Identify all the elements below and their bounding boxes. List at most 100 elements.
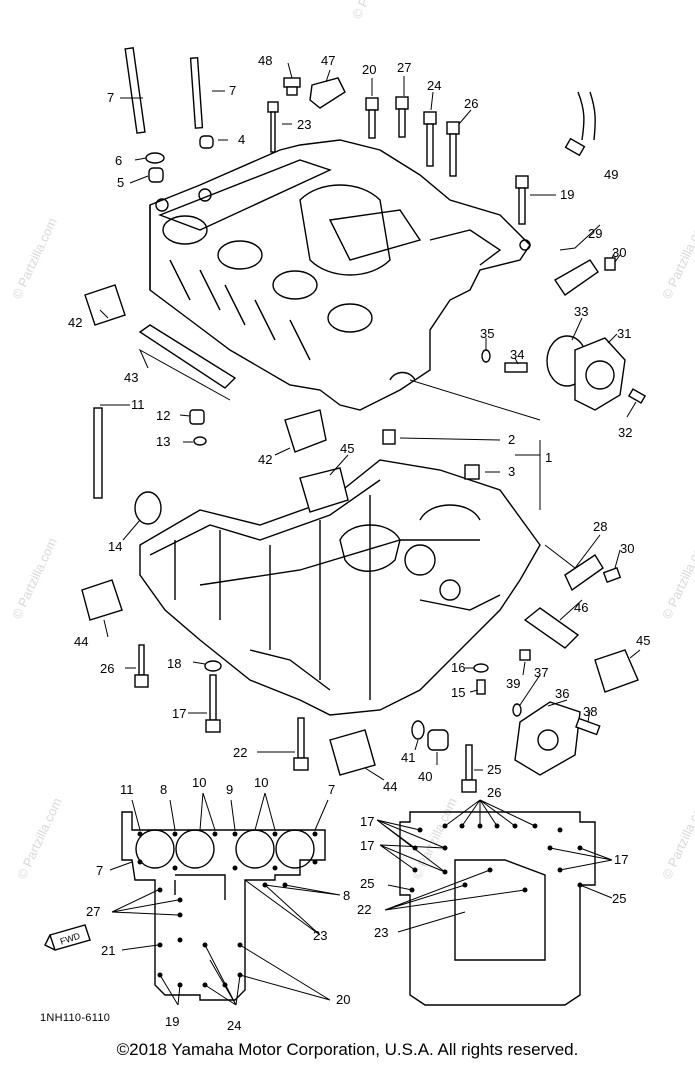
callout-17: 17 xyxy=(360,838,374,853)
pipe-46 xyxy=(523,607,580,649)
bolt-20 xyxy=(365,97,379,139)
callout-22: 22 xyxy=(233,745,247,760)
callout-25: 25 xyxy=(487,762,501,777)
callout-35: 35 xyxy=(480,326,494,341)
screw-38 xyxy=(575,717,601,736)
callout-44: 44 xyxy=(383,779,397,794)
callout-8: 8 xyxy=(160,782,167,797)
upper-bolt-pattern-view xyxy=(44,792,341,1006)
plug-42-mid xyxy=(284,409,327,453)
callout-49: 49 xyxy=(604,167,618,182)
callout-11: 11 xyxy=(120,782,134,797)
callout-11: 11 xyxy=(131,397,145,412)
callout-18: 18 xyxy=(167,656,181,671)
callout-10: 10 xyxy=(254,775,268,790)
bolt-19 xyxy=(515,175,529,225)
callout-31: 31 xyxy=(617,326,631,341)
callout-14: 14 xyxy=(108,539,122,554)
bracket-47 xyxy=(309,77,346,109)
callout-30: 30 xyxy=(620,541,634,556)
stud-bolt-7a xyxy=(124,47,146,134)
dowel-pin-5 xyxy=(148,167,164,183)
callout-12: 12 xyxy=(156,408,170,423)
callout-23: 23 xyxy=(297,117,311,132)
callout-16: 16 xyxy=(451,660,465,675)
dowel-pin-4 xyxy=(199,135,214,149)
callout-23: 23 xyxy=(374,925,388,940)
watermark: © Partzilla.com xyxy=(659,796,695,882)
copyright-notice: ©2018 Yamaha Motor Corporation, U.S.A. A… xyxy=(116,1040,579,1059)
o-ring-13 xyxy=(193,436,207,446)
upper-crankcase xyxy=(149,139,531,411)
callout-33: 33 xyxy=(574,304,588,319)
callout-24: 24 xyxy=(427,78,441,93)
callout-29: 29 xyxy=(588,226,602,241)
watermark: © Partzilla.com xyxy=(9,536,60,622)
bolt-23-top xyxy=(267,101,279,153)
fwd-arrow-label: FWD xyxy=(59,931,82,947)
washer-16 xyxy=(473,663,489,673)
callout-45: 45 xyxy=(636,633,650,648)
callout-46: 46 xyxy=(574,600,588,615)
screw-30-top xyxy=(604,257,616,271)
callout-30: 30 xyxy=(612,245,626,260)
o-ring-35 xyxy=(481,349,491,363)
callout-22: 22 xyxy=(357,902,371,917)
crankcase-exploded-diagram: © Partzilla.com © Partzilla.com © Partzi… xyxy=(9,0,695,1030)
callout-7: 7 xyxy=(96,863,103,878)
cap-14 xyxy=(134,491,162,525)
pump-cover-36 xyxy=(514,701,581,776)
lower-bolt-pattern-view xyxy=(376,799,613,1006)
lower-crankcase xyxy=(139,459,541,716)
hose-49 xyxy=(564,91,596,157)
callout-28: 28 xyxy=(593,519,607,534)
watermark: © Partzilla.com xyxy=(349,0,400,21)
callout-47: 47 xyxy=(321,53,335,68)
callout-7: 7 xyxy=(229,83,236,98)
callout-45: 45 xyxy=(340,441,354,456)
document-code: 1NH110-6110 xyxy=(40,1012,111,1024)
bolt-15 xyxy=(476,679,486,695)
callout-20: 20 xyxy=(362,62,376,77)
bolt-48 xyxy=(283,77,301,96)
callout-7: 7 xyxy=(107,90,114,105)
watermark: © Partzilla.com xyxy=(14,796,65,882)
callout-17: 17 xyxy=(614,852,628,867)
callout-39: 39 xyxy=(506,676,520,691)
callout-26: 26 xyxy=(487,785,501,800)
callout-41: 41 xyxy=(401,750,415,765)
callout-5: 5 xyxy=(117,175,124,190)
stud-11 xyxy=(93,407,103,499)
callout-20: 20 xyxy=(336,992,350,1007)
watermark: © Partzilla.com xyxy=(9,216,60,302)
bolt-26-left xyxy=(134,644,149,688)
callout-19: 19 xyxy=(560,187,574,202)
bolt-17-left xyxy=(205,674,221,733)
plug-44-bottom xyxy=(329,729,376,776)
callout-34: 34 xyxy=(510,347,524,362)
callout-25: 25 xyxy=(612,891,626,906)
plug-44-left xyxy=(81,579,123,621)
washer-18 xyxy=(204,660,222,672)
callout-7: 7 xyxy=(328,782,335,797)
callout-4: 4 xyxy=(238,132,245,147)
leader-lines xyxy=(99,62,641,781)
screw-32 xyxy=(627,388,647,404)
stud-bolt-7b xyxy=(189,57,204,129)
callout-1: 1 xyxy=(545,450,552,465)
plug-45-mid xyxy=(299,467,349,513)
callout-32: 32 xyxy=(618,425,632,440)
callout-40: 40 xyxy=(418,769,432,784)
o-ring-41 xyxy=(411,720,425,740)
pipe-43 xyxy=(138,324,237,389)
watermark: © Partzilla.com xyxy=(659,216,695,302)
callout-17: 17 xyxy=(172,706,186,721)
callout-6: 6 xyxy=(115,153,122,168)
plate-29 xyxy=(554,259,599,296)
callout-42: 42 xyxy=(68,315,82,330)
callout-27: 27 xyxy=(397,60,411,75)
callout-8: 8 xyxy=(343,888,350,903)
o-ring-37 xyxy=(512,703,522,717)
dowel-2 xyxy=(382,429,396,445)
callout-36: 36 xyxy=(555,686,569,701)
